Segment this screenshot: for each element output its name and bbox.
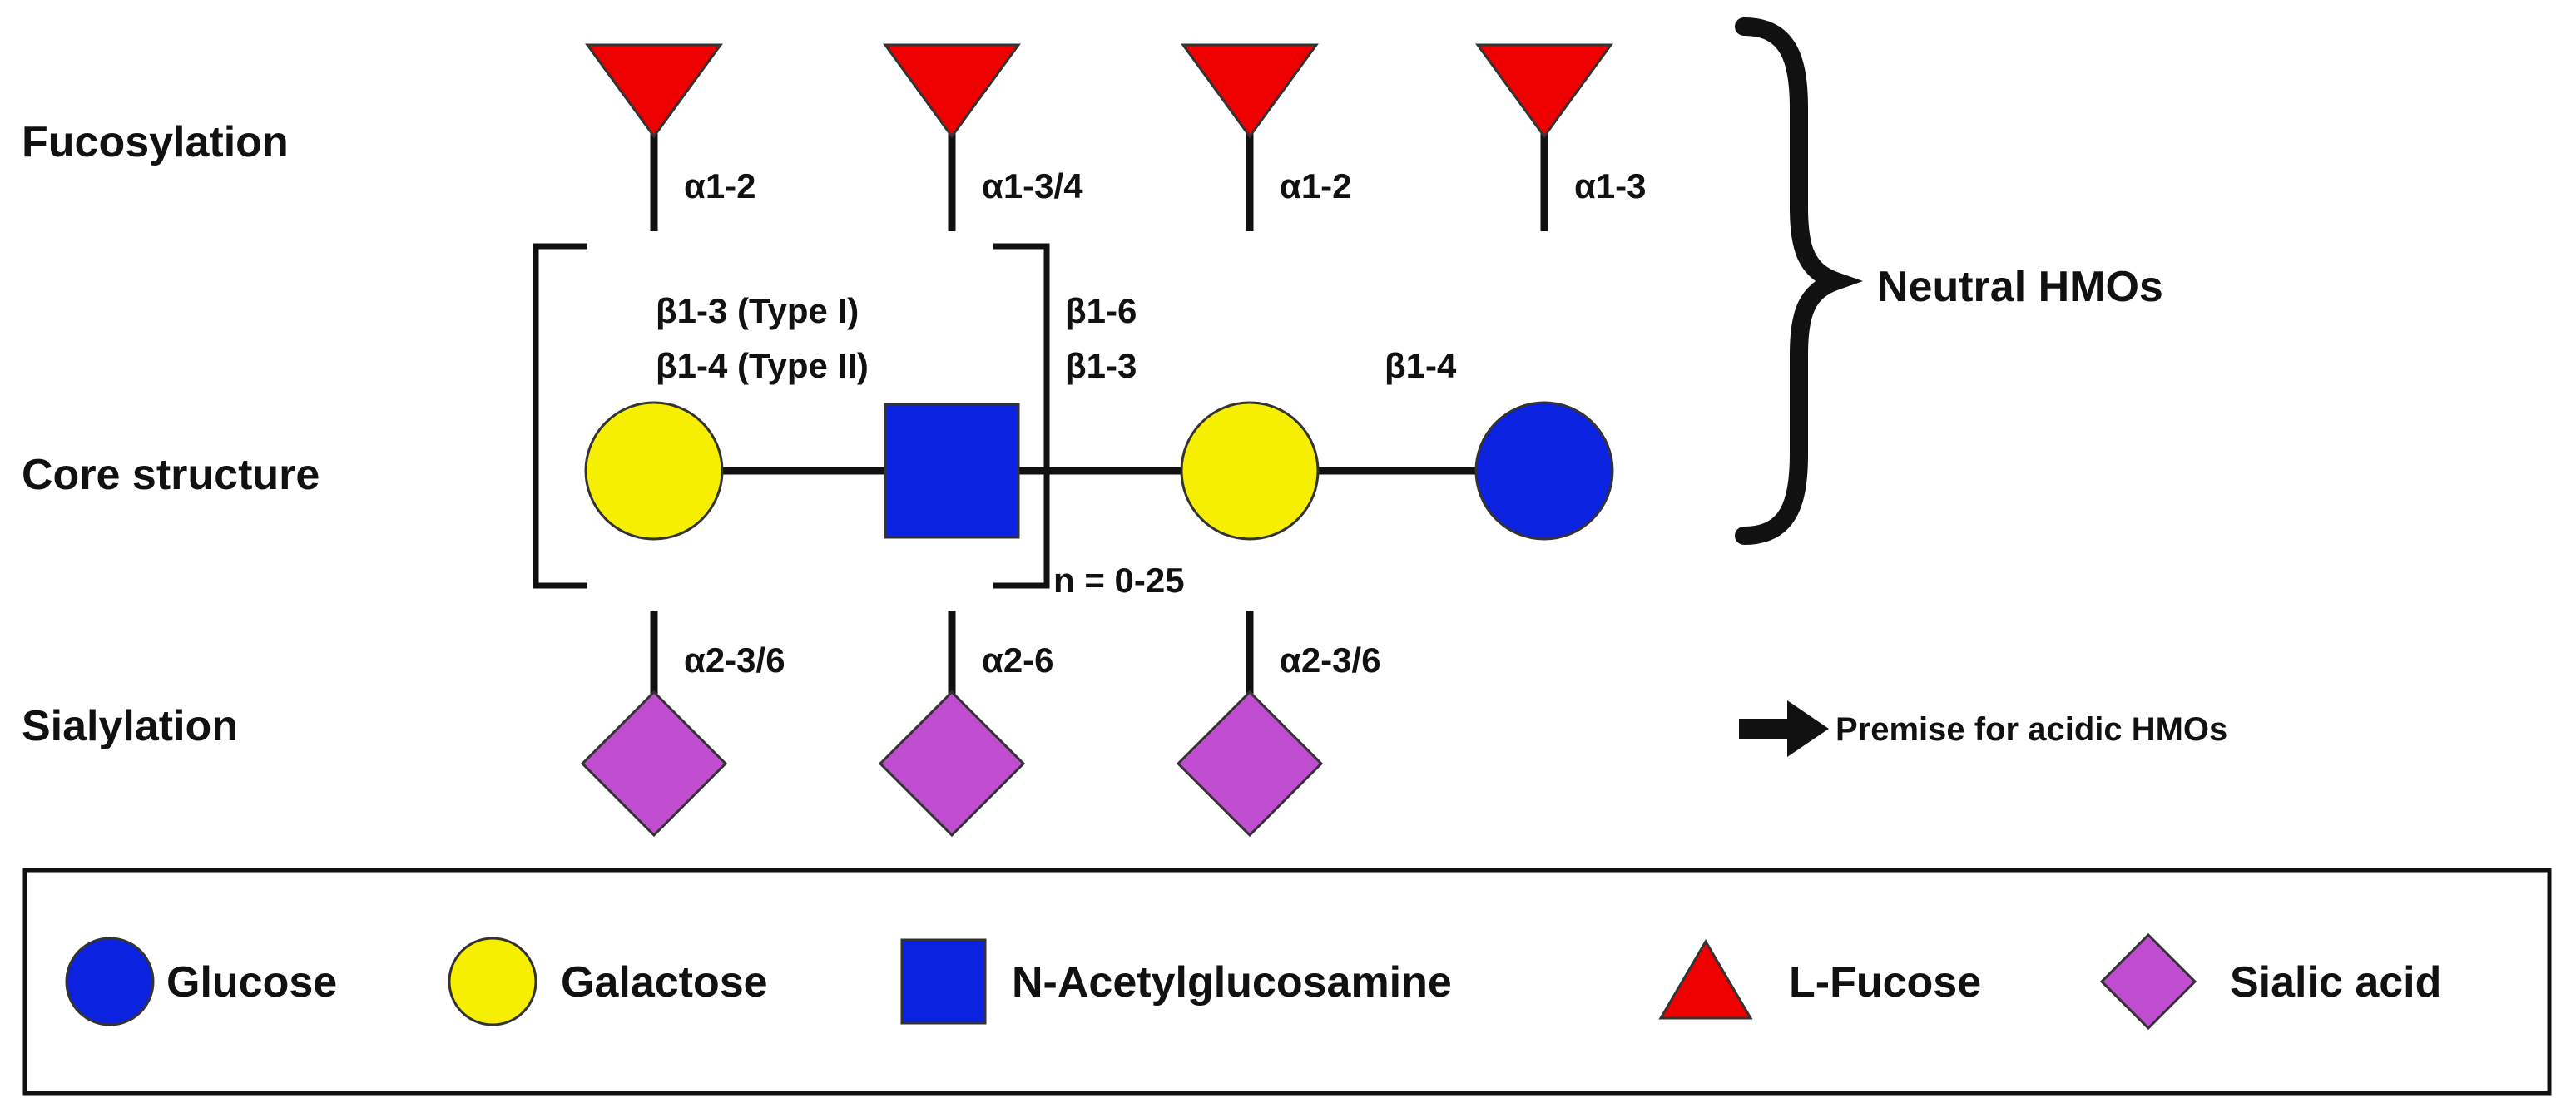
sialic-link-label-3: α2-3/6 (1280, 641, 1381, 680)
core-link-beta13: β1-3 (1065, 346, 1137, 385)
core-galactose-2 (1180, 401, 1320, 541)
repeat-bracket-right (993, 243, 1050, 589)
core-glucose (1474, 401, 1614, 541)
core-link-type2: β1-4 (Type II) (656, 346, 869, 385)
row-label-sialylation: Sialylation (22, 702, 238, 750)
legend-galactose-icon (448, 937, 537, 1026)
legend-sialic-icon (2099, 932, 2197, 1031)
sialic-link-label-2: α2-6 (982, 641, 1054, 680)
acidic-hmos-note: Premise for acidic HMOs (1835, 711, 2227, 748)
row-label-core: Core structure (22, 451, 320, 499)
fucose-triangle-1 (585, 43, 723, 139)
fucose-triangle-3 (1181, 43, 1319, 139)
fucose-link-label-2: α1-3/4 (982, 166, 1083, 205)
sialic-diamond-2 (878, 690, 1026, 838)
core-link-beta16: β1-6 (1065, 291, 1137, 330)
legend-fucose-icon (1658, 939, 1753, 1020)
sialic-link-label-1: α2-3/6 (684, 641, 785, 680)
legend-label-glcnac: N-Acetylglucosamine (1012, 958, 1452, 1007)
repeat-bracket-left (533, 243, 587, 589)
core-galactose-1 (584, 401, 724, 541)
repeat-count-label: n = 0-25 (1053, 561, 1185, 600)
legend-label-fucose: L-Fucose (1789, 958, 1981, 1007)
legend-label-glucose: Glucose (166, 958, 337, 1007)
neutral-hmos-label: Neutral HMOs (1877, 263, 2163, 311)
row-label-fucosylation: Fucosylation (22, 118, 289, 166)
fucose-link-label-4: α1-3 (1574, 166, 1647, 205)
right-arrow-icon (1739, 700, 1829, 757)
sialic-diamond-1 (580, 690, 728, 838)
neutral-brace-icon (1735, 17, 1863, 545)
legend-label-sialic: Sialic acid (2230, 958, 2441, 1007)
sialic-diamond-3 (1176, 690, 1324, 838)
fucose-triangle-4 (1475, 43, 1613, 139)
fucose-triangle-2 (883, 43, 1021, 139)
core-glcnac (884, 403, 1020, 539)
legend-label-galactose: Galactose (561, 958, 768, 1007)
fucose-link-label-3: α1-2 (1280, 166, 1352, 205)
legend-glcnac-icon (900, 938, 987, 1025)
fucose-link-label-1: α1-2 (684, 166, 756, 205)
core-link-beta14: β1-4 (1385, 346, 1457, 385)
core-link-type1: β1-3 (Type I) (656, 291, 859, 330)
legend-glucose-icon (65, 937, 155, 1026)
